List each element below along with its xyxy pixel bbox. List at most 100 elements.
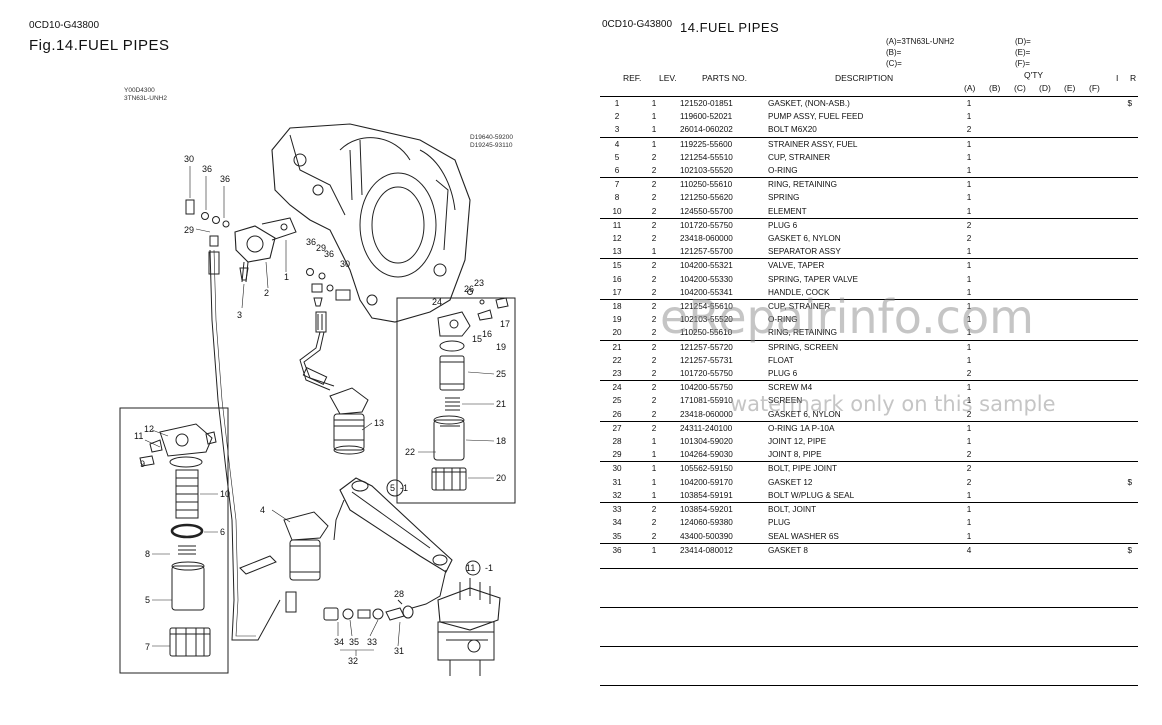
remark-cell [1109,286,1138,300]
header-lev: LEV. [659,73,677,83]
exploded-parts-diagram: Y00D4300 3TN63L-UNH2 D19640-59200 D19245… [119,87,516,676]
list-title: 14.FUEL PIPES [680,20,780,35]
remark-cell [1109,394,1138,407]
remark-cell [1109,339,1138,354]
figure-title: Fig.14.FUEL PIPES [29,37,170,54]
qty-d-cell [1034,177,1059,192]
remark-cell [1109,164,1138,178]
qty-e-cell [1059,136,1084,151]
diagram-code-3: D19640-59200 [470,134,513,141]
qty-e-cell [1059,191,1084,204]
lev-cell: 2 [651,206,657,216]
description-cell: HANDLE, COCK [768,287,830,297]
lev-cell: 2 [651,369,657,379]
description-cell: RING, RETAINING [766,177,954,192]
part-number-cell: 124060-59380 [680,518,733,528]
qty-e-cell [1059,476,1084,489]
watermark-logo: eRepairinfo.com [660,290,1034,344]
part-number-cell: 121254-55610 [674,299,766,314]
svg-text:30: 30 [340,259,350,269]
svg-text:29: 29 [184,225,194,235]
remark-cell [1109,232,1138,245]
remark-cell [1109,516,1138,529]
lev-cell: 2 [651,152,657,162]
ref-cell: 21 [600,339,634,354]
svg-text:-1: -1 [485,563,493,573]
part-number-cell: 101304-59020 [680,437,733,447]
ref-cell: 12 [612,234,622,244]
lev-cell: 1 [651,450,657,460]
qty-d-cell [1034,299,1059,314]
qty-c-cell [1009,448,1034,462]
qty-b-cell [984,151,1009,164]
remark-cell [1109,123,1138,137]
qty-d-cell [1034,489,1059,503]
remark-cell [1109,177,1138,192]
qty-e-cell [1059,123,1084,137]
svg-text:20: 20 [496,473,506,483]
part-number-cell: 104200-55750 [674,380,766,395]
svg-text:36: 36 [306,237,316,247]
description-cell: SCREW M4 [766,380,954,395]
qty-a-cell: 1 [966,166,972,176]
qty-b-cell [984,258,1009,273]
qty-f-cell [1084,339,1109,354]
list-code: 0CD10-G43800 [602,19,673,30]
ref-cell: 28 [612,437,622,447]
qty-d-cell [1034,530,1059,544]
qty-d-cell [1034,339,1059,354]
qty-d-cell [1034,217,1059,233]
svg-text:3: 3 [237,310,242,320]
description-cell: CUP, STRAINER [766,299,954,314]
part-number-cell: 23414-080012 [674,542,766,557]
qty-c-cell [1009,110,1034,123]
qty-f-cell [1084,164,1109,178]
header-f: (F) [1089,83,1100,93]
qty-a-cell: 1 [966,274,972,284]
qty-c-cell [1009,516,1034,529]
part-number-cell: 102103-55520 [680,315,733,325]
remark-cell [1109,151,1138,164]
svg-text:25: 25 [496,369,506,379]
qty-f-cell [1084,530,1109,544]
description-cell: BOLT, JOINT [766,502,954,517]
qty-c-cell [1009,245,1034,259]
lev-cell: 2 [634,380,674,395]
qty-b-cell [984,448,1009,462]
qty-e-cell [1059,286,1084,300]
remark-cell [1109,435,1138,448]
remark-cell [1109,530,1138,544]
lev-cell: 2 [651,193,657,203]
qty-a-cell: 2 [966,450,972,460]
svg-text:36: 36 [202,164,212,174]
svg-text:6: 6 [220,527,225,537]
qty-b-cell [984,110,1009,123]
part-number-cell: 26014-060202 [680,125,733,135]
separator-assy-13 [329,387,369,455]
ref-cell: 22 [612,355,622,365]
part-number-cell: 110250-55610 [674,177,766,192]
ref-cell: 3 [614,125,620,135]
ref-cell: 24 [600,380,634,395]
part-number-cell: 121257-55731 [680,355,733,365]
svg-text:11: 11 [134,431,143,441]
qty-a-cell: 2 [966,477,972,487]
qty-e-cell [1059,542,1084,557]
part-number-cell: 104200-55321 [674,258,766,273]
qty-e-cell [1059,489,1084,503]
description-cell: GASKET 6, NYLON [768,234,841,244]
svg-text:31: 31 [394,646,404,656]
qty-e-cell [1059,299,1084,314]
qty-a-cell: 1 [966,490,972,500]
remark-cell: $ [1109,96,1138,111]
qty-c-cell [1009,258,1034,273]
qty-e-cell [1059,96,1084,111]
qty-b-cell [984,123,1009,137]
